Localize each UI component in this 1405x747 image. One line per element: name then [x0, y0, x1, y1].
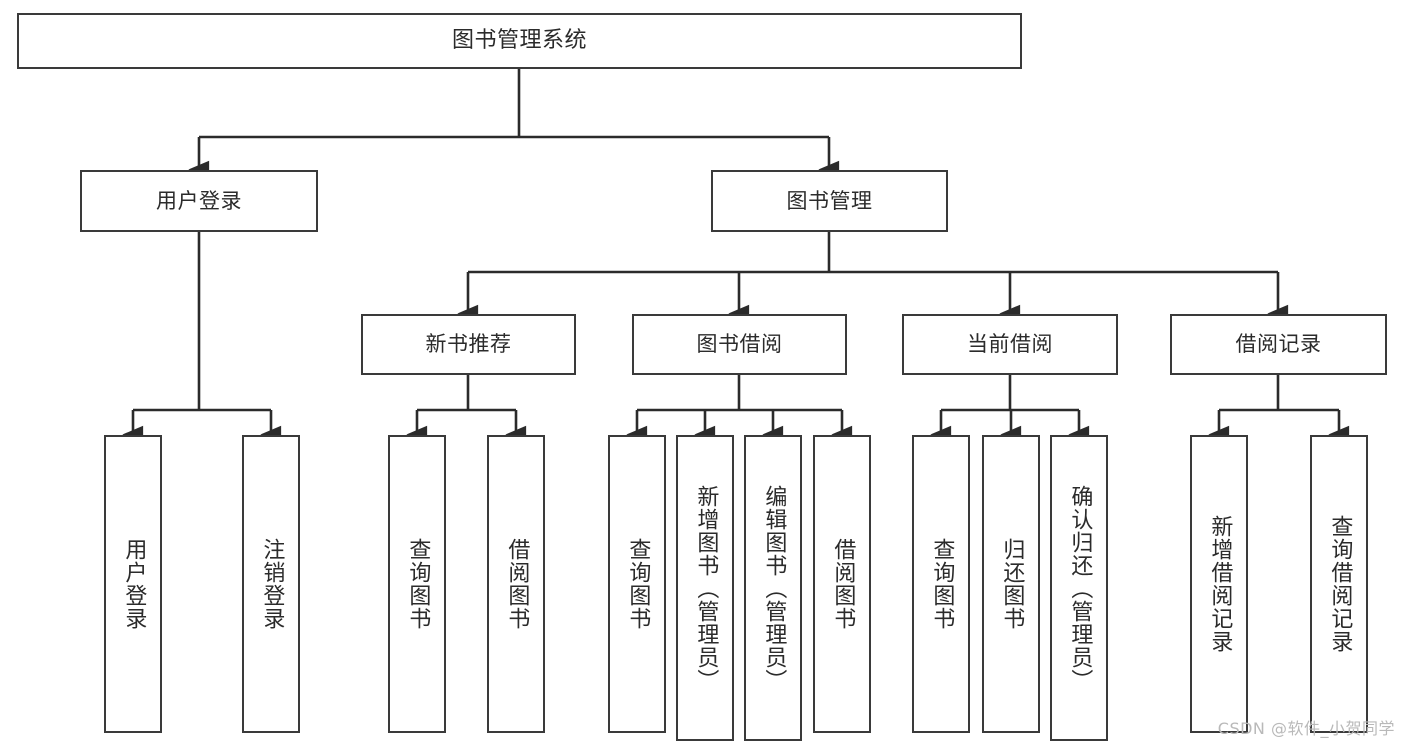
node-l-query-book-2[interactable]: 查询图书: [608, 435, 666, 733]
node-root[interactable]: 图书管理系统: [17, 13, 1022, 69]
node-label: 借阅图书: [504, 538, 530, 630]
node-l-user-login[interactable]: 用户登录: [104, 435, 162, 733]
node-l-borrow-book-2[interactable]: 借阅图书: [813, 435, 871, 733]
node-n-book-mgmt[interactable]: 图书管理: [711, 170, 948, 232]
node-l-query-record[interactable]: 查询借阅记录: [1310, 435, 1368, 733]
node-label: 确认归还（管理员）: [1067, 484, 1093, 692]
node-n-user-login[interactable]: 用户登录: [80, 170, 318, 232]
node-label: 查询借阅记录: [1327, 515, 1353, 653]
node-label: 图书管理: [786, 188, 873, 213]
node-label: 查询图书: [929, 538, 955, 630]
node-label: 当前借阅: [967, 332, 1053, 357]
node-label: 借阅图书: [830, 538, 856, 630]
node-label: 用户登录: [121, 538, 147, 630]
node-l-query-book-1[interactable]: 查询图书: [388, 435, 446, 733]
node-l-add-book-admin[interactable]: 新增图书（管理员）: [676, 435, 734, 741]
node-label: 新增借阅记录: [1207, 515, 1233, 653]
node-l-borrow-book-1[interactable]: 借阅图书: [487, 435, 545, 733]
node-label: 查询图书: [625, 538, 651, 630]
node-label: 注销登录: [259, 538, 285, 630]
node-label: 归还图书: [999, 538, 1025, 630]
node-l-add-record[interactable]: 新增借阅记录: [1190, 435, 1248, 733]
node-n-new-book-rec[interactable]: 新书推荐: [361, 314, 576, 375]
node-l-user-logout[interactable]: 注销登录: [242, 435, 300, 733]
node-label: 图书管理系统: [451, 28, 587, 54]
node-n-book-borrow[interactable]: 图书借阅: [632, 314, 847, 375]
node-l-return-book[interactable]: 归还图书: [982, 435, 1040, 733]
node-label: 用户登录: [156, 188, 242, 213]
node-label: 编辑图书（管理员）: [761, 484, 787, 692]
node-n-borrow-record[interactable]: 借阅记录: [1170, 314, 1387, 375]
node-label: 图书借阅: [696, 332, 783, 357]
node-label: 借阅记录: [1235, 332, 1322, 357]
node-l-query-book-3[interactable]: 查询图书: [912, 435, 970, 733]
watermark-text: CSDN @软件_小贺同学: [1217, 719, 1395, 738]
node-label: 查询图书: [405, 538, 431, 630]
node-l-confirm-return-admin[interactable]: 确认归还（管理员）: [1050, 435, 1108, 741]
node-l-edit-book-admin[interactable]: 编辑图书（管理员）: [744, 435, 802, 741]
node-label: 新书推荐: [425, 332, 512, 357]
node-n-current-borrow[interactable]: 当前借阅: [902, 314, 1118, 375]
node-label: 新增图书（管理员）: [693, 484, 719, 692]
